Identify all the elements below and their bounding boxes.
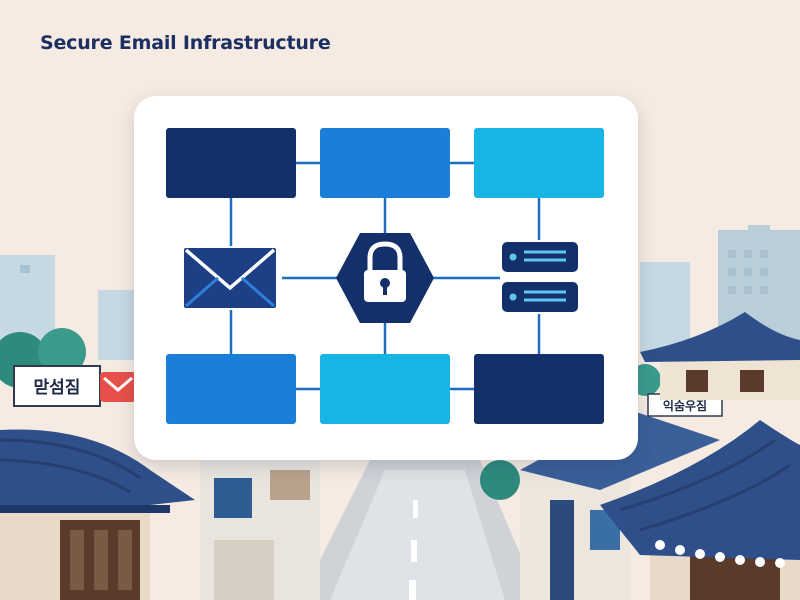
infrastructure-diagram bbox=[166, 128, 604, 424]
block-bottom-right bbox=[474, 354, 604, 424]
left-sign-text: 맏섬짐 bbox=[34, 378, 81, 398]
block-top-right bbox=[474, 128, 604, 198]
lock-icon bbox=[336, 233, 434, 323]
diagram-card bbox=[134, 96, 638, 460]
right-sign-text: 익숨우짐 bbox=[663, 398, 707, 413]
left-shop-sign bbox=[13, 365, 136, 407]
block-bottom-middle bbox=[320, 354, 450, 424]
block-top-middle bbox=[320, 128, 450, 198]
server-icon bbox=[502, 242, 578, 312]
block-top-left bbox=[166, 128, 296, 198]
page-title: Secure Email Infrastructure bbox=[40, 32, 331, 54]
envelope-icon bbox=[184, 248, 276, 308]
block-bottom-left bbox=[166, 354, 296, 424]
connector-lines bbox=[229, 161, 541, 391]
